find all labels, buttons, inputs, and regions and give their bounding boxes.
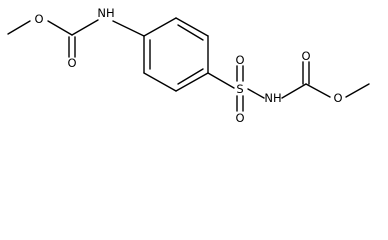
double-bond-sulfur-oxygen-bottom bbox=[236, 95, 244, 112]
chemical-structure-diagram: NH O O S O O NH O O bbox=[7, 6, 370, 125]
atom-label-ester-oxygen-left: O bbox=[34, 12, 43, 26]
bond-methyl-to-ester-oxygen-left bbox=[7, 20, 31, 35]
bond-carbonyl-carbon-to-ester-oxygen-right bbox=[305, 83, 331, 98]
double-bond-carbonyl-right bbox=[302, 61, 310, 85]
bond-ester-oxygen-to-carbonyl-carbon-left bbox=[47, 20, 73, 36]
bond-ring-to-sulfur bbox=[207, 72, 235, 89]
bond-ester-oxygen-to-methyl-right bbox=[345, 83, 370, 98]
bond-carbonyl-carbon-to-nh-left bbox=[71, 19, 99, 36]
double-bond-carbonyl-left bbox=[68, 36, 76, 58]
atom-label-carbonyl-oxygen-right: O bbox=[301, 49, 310, 63]
double-bond-sulfur-oxygen-top bbox=[236, 65, 244, 82]
atom-label-nh-left: NH bbox=[97, 6, 114, 20]
atom-label-ester-oxygen-right: O bbox=[333, 91, 342, 105]
atom-label-nh-right: NH bbox=[264, 91, 281, 105]
bond-sulfur-to-nh-right bbox=[247, 88, 265, 99]
atom-label-carbonyl-oxygen-left: O bbox=[67, 56, 76, 70]
atom-label-sulfonyl-oxygen-top: O bbox=[235, 53, 244, 67]
benzene-ring bbox=[143, 17, 209, 92]
atom-label-sulfonyl-oxygen-bottom: O bbox=[235, 111, 244, 125]
bond-nh-to-ring-left bbox=[112, 20, 145, 37]
atom-label-sulfur: S bbox=[236, 82, 243, 96]
bond-nh-to-carbonyl-carbon-right bbox=[281, 83, 307, 99]
